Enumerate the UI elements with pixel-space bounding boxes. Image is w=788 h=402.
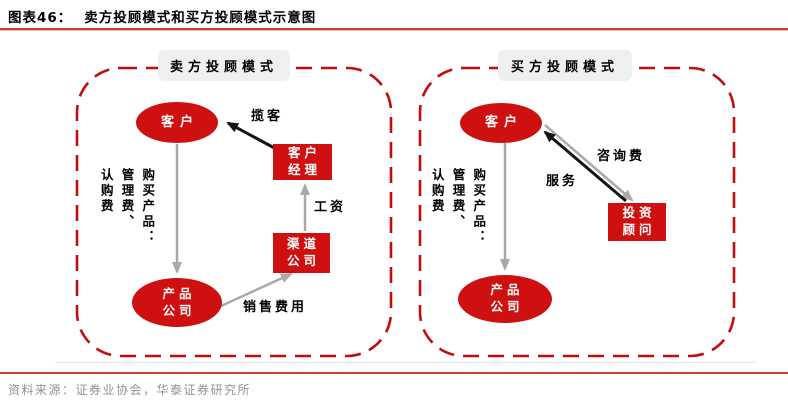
buy-side-fees-text: 认购费 管理费、 购买产品：	[429, 168, 487, 246]
solicit-arrow	[226, 121, 281, 153]
source-note: 资料来源：证券业协会，华泰证券研究所	[8, 383, 252, 397]
node-customer: 客户	[460, 103, 542, 143]
footer-rule	[0, 372, 788, 374]
sell-side-title: 卖方投顾模式	[169, 60, 278, 75]
service-label: 服务	[546, 174, 579, 189]
service-arrow	[543, 130, 627, 203]
solicit-label: 揽客	[251, 109, 284, 124]
buy-side-panel: 买方投顾模式 客户 投资 顾问 产品 公司 咨询费 服务 认购费 管理费、 购买…	[418, 50, 736, 358]
sell-side-fees-text: 认购费 管理费、 购买产品：	[98, 168, 156, 246]
buy-side-title: 买方投顾模式	[510, 60, 619, 75]
consulting-fee-label: 咨询费	[597, 149, 646, 164]
sales-expense-label: 销售费用	[243, 300, 308, 315]
buy-side-title-box: 买方投顾模式	[498, 50, 632, 81]
node-customer: 客户	[136, 102, 218, 143]
consulting-fee-arrow	[544, 124, 634, 202]
node-account-manager: 客户 经理	[273, 144, 332, 180]
sell-side-title-box: 卖方投顾模式	[158, 50, 290, 81]
salary-label: 工资	[314, 200, 347, 215]
node-product-company: 产品 公司	[132, 278, 222, 327]
sales-expense-arrow	[220, 272, 293, 308]
sell-side-panel: 卖方投顾模式 客户 客户 经理 渠道 公司 产品 公司 揽客 工资 销售费用 认…	[75, 50, 393, 358]
node-channel-company: 渠道 公司	[273, 233, 330, 273]
figure-title: 图表46： 卖方投顾模式和买方投顾模式示意图	[8, 6, 316, 26]
node-product-company: 产品 公司	[458, 275, 552, 323]
node-investment-advisor: 投资 顾问	[608, 203, 666, 241]
figure-number: 图表46：	[8, 10, 73, 26]
figure-bottom-divider	[55, 362, 755, 363]
figure-title-text: 卖方投顾模式和买方投顾模式示意图	[84, 10, 317, 26]
header-rule	[0, 28, 788, 31]
